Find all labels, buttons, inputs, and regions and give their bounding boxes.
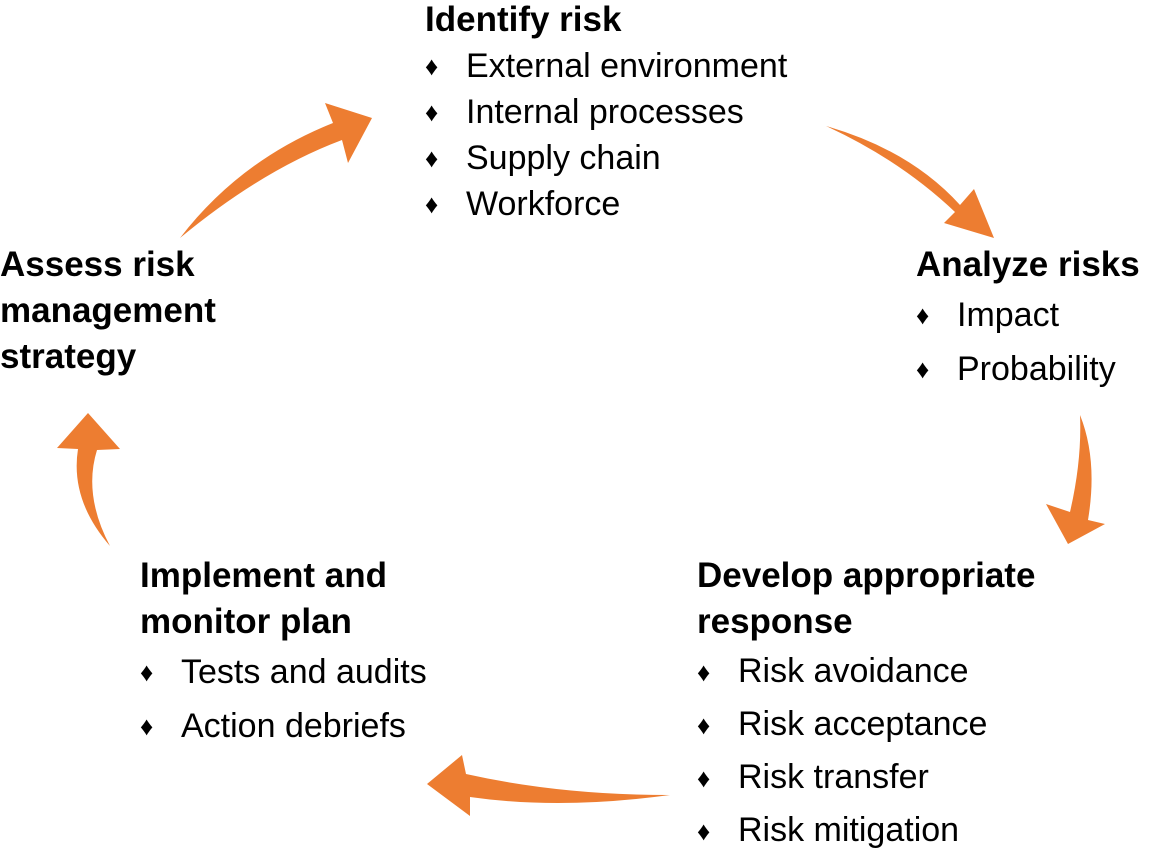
step-analyze-risks: Analyze risks ♦Impact ♦Probability <box>916 242 1140 396</box>
list-item: ♦Internal processes <box>425 89 787 135</box>
arrow-develop-to-implement <box>427 755 670 816</box>
step-analyze-list: ♦Impact ♦Probability <box>916 288 1140 396</box>
list-item: ♦Risk transfer <box>697 751 1035 804</box>
list-item: ♦External environment <box>425 43 787 89</box>
diamond-bullet-icon: ♦ <box>697 656 711 687</box>
list-item: ♦Tests and audits <box>140 645 427 699</box>
list-item: ♦Workforce <box>425 181 787 227</box>
arrow-analyze-to-develop <box>1046 415 1105 544</box>
diamond-bullet-icon: ♦ <box>697 762 711 793</box>
step-develop-title: Develop appropriate response <box>697 556 1036 641</box>
arrow-implement-to-assess <box>57 413 120 546</box>
list-item: ♦Supply chain <box>425 135 787 181</box>
diamond-bullet-icon: ♦ <box>697 709 711 740</box>
diamond-bullet-icon: ♦ <box>425 97 439 127</box>
diamond-bullet-icon: ♦ <box>916 354 930 384</box>
arrow-identify-to-analyze <box>826 126 994 238</box>
list-item: ♦Impact <box>916 288 1140 342</box>
step-assess-strategy: Assess risk management strategy <box>0 242 216 380</box>
list-item: ♦Risk acceptance <box>697 698 1035 751</box>
list-item: ♦Probability <box>916 342 1140 396</box>
diamond-bullet-icon: ♦ <box>916 300 930 330</box>
step-implement-monitor: Implement and monitor plan ♦Tests and au… <box>140 553 427 753</box>
step-implement-list: ♦Tests and audits ♦Action debriefs <box>140 645 427 753</box>
diamond-bullet-icon: ♦ <box>697 815 711 846</box>
list-item: ♦Action debriefs <box>140 699 427 753</box>
step-analyze-title: Analyze risks <box>916 245 1140 284</box>
step-identify-risk: Identify risk ♦External environment ♦Int… <box>425 0 787 227</box>
list-item: ♦Risk avoidance <box>697 645 1035 698</box>
step-assess-title: Assess risk management strategy <box>0 245 216 376</box>
diamond-bullet-icon: ♦ <box>140 711 154 741</box>
diamond-bullet-icon: ♦ <box>425 51 439 81</box>
step-identify-list: ♦External environment ♦Internal processe… <box>425 43 787 227</box>
diamond-bullet-icon: ♦ <box>425 189 439 219</box>
list-item: ♦Risk mitigation <box>697 804 1035 857</box>
step-develop-list: ♦Risk avoidance ♦Risk acceptance ♦Risk t… <box>697 645 1035 857</box>
diamond-bullet-icon: ♦ <box>140 657 154 687</box>
diamond-bullet-icon: ♦ <box>425 143 439 173</box>
arrow-assess-to-identify <box>180 103 372 238</box>
step-implement-title: Implement and monitor plan <box>140 556 387 641</box>
step-identify-title: Identify risk <box>425 0 622 39</box>
step-develop-response: Develop appropriate response ♦Risk avoid… <box>697 553 1035 857</box>
